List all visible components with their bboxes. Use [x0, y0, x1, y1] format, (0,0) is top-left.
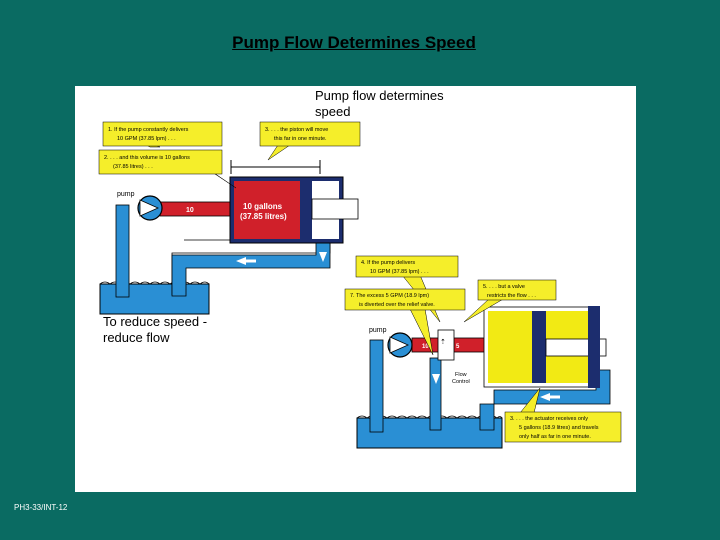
flow-control-valve [437, 329, 455, 361]
svg-text:1. If the pump constantly de: 1. If the pump constantly delivers [108, 127, 189, 133]
bottom-flow-in: 10 [422, 344, 429, 350]
svg-text:2. . . . and this volume is: 2. . . . and this volume is 10 gallons [104, 155, 190, 161]
callout-2: 2. . . . and this volume is 10 gallons (… [98, 149, 237, 189]
top-circuit: 10 pump 10 gallons (37.85 litres) [99, 160, 359, 315]
svg-text:7. The excess 5 GPM (18.9 lp: 7. The excess 5 GPM (18.9 lpm) [350, 293, 429, 299]
callout-1: 1. If the pump constantly delivers 10 GP… [102, 121, 223, 148]
bottom-return-arrow [540, 393, 550, 401]
svg-text:only half as far in one minute: only half as far in one minute. [519, 434, 591, 440]
top-cylinder-label2: (37.85 litres) [240, 212, 287, 221]
top-cylinder-label1: 10 gallons [243, 202, 283, 211]
top-drain-arrow [319, 252, 327, 262]
top-cylinder-fluid [234, 181, 300, 239]
top-suction-pipe [115, 204, 130, 298]
bottom-relief-drain [429, 357, 442, 431]
top-pump-label: pump [117, 191, 135, 198]
svg-text:is diverted over the relief va: is diverted over the relief valve. [359, 302, 435, 308]
slide-footer-code: PH3-33/INT-12 [14, 503, 68, 512]
caption-pump-flow: Pump flow determines speed [315, 88, 444, 119]
slide-title: Pump Flow Determines Speed [232, 33, 476, 52]
svg-text:3. . . . the actuator receiv: 3. . . . the actuator receives only [510, 416, 588, 422]
bottom-cylinder-cap [588, 306, 600, 388]
callout-5: 5. . . . but a valve restricts the flow … [463, 279, 557, 323]
top-return-arrow [236, 257, 246, 265]
svg-text:3. . . . the piston will mov: 3. . . . the piston will move [265, 127, 328, 133]
svg-text:restricts the flow . . .: restricts the flow . . . [487, 293, 536, 299]
top-pump-icon [139, 199, 159, 217]
bottom-cylinder-fluid [488, 311, 532, 383]
svg-text:5 gallons (18.9 litres) and tr: 5 gallons (18.9 litres) and travels [519, 425, 599, 431]
bottom-circuit: 10 5 ⇡ Flow Control pump [356, 306, 611, 449]
flow-control-label2: Control [452, 379, 470, 385]
bottom-piston [532, 311, 546, 383]
svg-text:5. . . . but a valve: 5. . . . but a valve [483, 284, 525, 290]
callout-7: 7. The excess 5 GPM (18.9 lpm) is divert… [344, 288, 466, 356]
svg-text:(37.85 litres) . . .: (37.85 litres) . . . [113, 164, 153, 170]
top-piston-rod [311, 198, 359, 220]
top-flow-value: 10 [186, 207, 194, 214]
svg-text:10 GPM (37.85 lpm) . . .: 10 GPM (37.85 lpm) . . . [117, 136, 176, 142]
bottom-flow-out: 5 [456, 344, 460, 350]
top-pressure-line [159, 201, 233, 217]
flow-control-label1: Flow [455, 372, 467, 378]
bottom-pump-icon [389, 336, 409, 354]
svg-text:4. If the pump delivers: 4. If the pump delivers [361, 260, 415, 266]
flow-control-symbol: ⇡ [440, 338, 446, 346]
svg-text:10 GPM (37.85 lpm) . . .: 10 GPM (37.85 lpm) . . . [370, 269, 429, 275]
svg-text:this far in one minute.: this far in one minute. [274, 136, 327, 142]
bottom-pump-label: pump [369, 327, 387, 334]
caption-reduce-speed: To reduce speed - reduce flow [103, 314, 208, 345]
callout-3: 3. . . . the piston will move this far i… [259, 121, 361, 161]
callout-6: 3. . . . the actuator receives only 5 ga… [504, 387, 622, 443]
bottom-suction-pipe [369, 339, 384, 433]
